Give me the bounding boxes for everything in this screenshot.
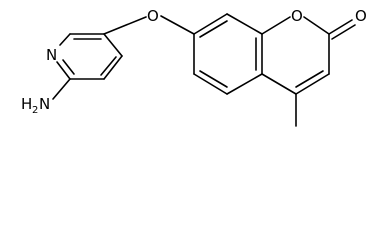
bond-c4-c3-double	[100, 56, 117, 76]
bond-ring-o-c2	[303, 16, 330, 35]
bond-c4-c4a	[261, 73, 297, 95]
bond-c8-c8a	[226, 13, 263, 35]
bond-ether-o-c7	[160, 15, 195, 35]
bond-c3-c4	[295, 73, 330, 95]
pyridine-ring	[52, 33, 123, 100]
carbonyl-oxygen-label: O	[355, 7, 367, 25]
bond-c7-c8-double	[199, 20, 228, 38]
bond-c8a-ring-o	[261, 16, 291, 35]
amine-group-label: H 2 N	[21, 95, 50, 116]
benzene-ring	[193, 13, 263, 95]
bond-c5-c4	[103, 33, 123, 57]
bond-c2-carbonyl-double	[331, 24, 356, 40]
ether-linkage	[103, 15, 195, 35]
bond-c2-n1-double	[62, 59, 75, 75]
bond-c3-c4-double	[295, 70, 324, 88]
bond-c7-c8	[193, 13, 228, 35]
ring-oxygen-label: O	[291, 7, 303, 25]
bond-c5-c6	[193, 73, 228, 95]
bond-c5-c6-double	[199, 70, 228, 88]
amine-hydrogen-label: H	[21, 95, 32, 113]
pyranone-ring	[261, 16, 356, 127]
chemical-structure-diagram: N H 2 N O O O	[21, 7, 367, 127]
ether-oxygen-label: O	[147, 7, 159, 25]
bond-c2-carbonyl	[328, 19, 353, 35]
pyridine-nitrogen-label: N	[46, 46, 57, 64]
bond-c2-amine	[52, 78, 71, 100]
amine-nitrogen-label: N	[39, 95, 50, 113]
bond-c2-n1	[56, 61, 71, 80]
bond-c4a-c5	[226, 73, 263, 95]
amine-subscript-label: 2	[32, 105, 38, 116]
bond-c5-ether-o	[103, 16, 147, 35]
bond-c4-c3	[103, 55, 123, 80]
bond-n1-c6	[59, 33, 71, 46]
